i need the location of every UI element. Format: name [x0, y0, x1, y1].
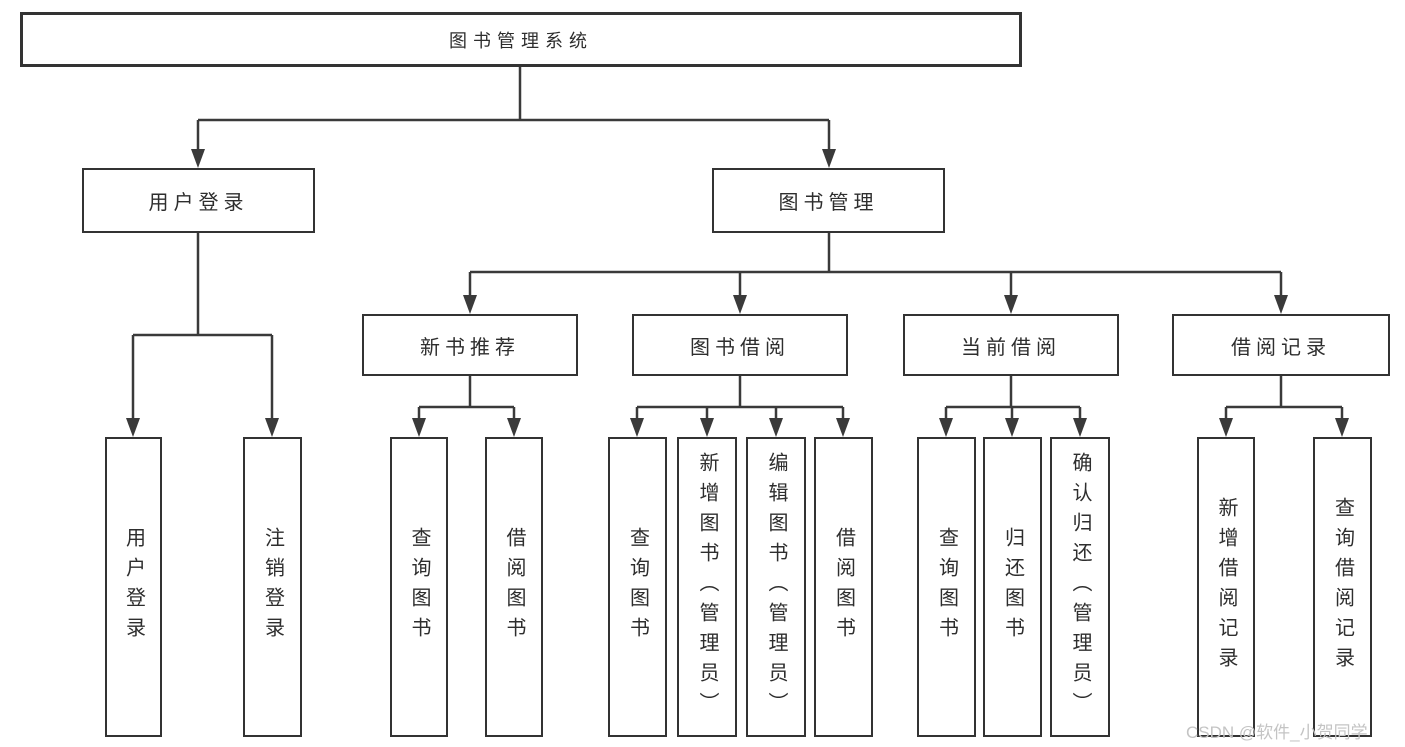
leaf-bb-add-books-admin: 新增图书（管理员）: [677, 437, 737, 737]
arrow-head: [836, 418, 850, 437]
node-label: 图书借阅: [690, 336, 790, 359]
connector-line: [196, 67, 831, 155]
connector-current-borrowing-branch: [944, 376, 1082, 424]
connector-book-borrowing-branch: [635, 376, 845, 424]
leaf-label: 借阅图书: [503, 527, 525, 647]
leaf-label: 查询图书: [935, 527, 958, 647]
arrow-head: [700, 418, 714, 437]
leaf-cb-query-books: 查询图书: [917, 437, 976, 737]
node-book-management: 图书管理: [712, 168, 945, 233]
node-label: 图书管理系统: [449, 30, 593, 51]
connector-line: [131, 233, 274, 424]
arrow-head: [733, 295, 747, 314]
leaf-nb-query-books: 查询图书: [390, 437, 448, 737]
arrow-head: [1004, 295, 1018, 314]
arrow-head: [630, 418, 644, 437]
arrow-head: [1335, 418, 1349, 437]
leaf-cb-confirm-return-admin: 确认归还（管理员）: [1050, 437, 1110, 737]
connector-line: [468, 233, 1283, 301]
leaf-label: 编辑图书（管理员）: [765, 452, 787, 722]
arrow-head: [939, 418, 953, 437]
leaf-label: 新增借阅记录: [1215, 497, 1237, 677]
arrow-head: [126, 418, 140, 437]
leaf-label: 用户登录: [122, 527, 145, 647]
leaf-label: 确认归还（管理员）: [1069, 452, 1091, 722]
arrow-head: [769, 418, 783, 437]
connector-line: [417, 376, 516, 424]
arrow-head: [412, 418, 426, 437]
node-label: 借阅记录: [1231, 336, 1331, 359]
arrow-head: [1005, 418, 1019, 437]
leaf-user-login: 用户登录: [105, 437, 162, 737]
watermark: CSDN @软件_小贺同学: [1186, 723, 1368, 742]
arrow-head: [822, 149, 836, 168]
leaf-logout: 注销登录: [243, 437, 302, 737]
node-user-login-branch: 用户登录: [82, 168, 315, 233]
leaf-label: 查询图书: [626, 527, 649, 647]
arrow-head: [1219, 418, 1233, 437]
leaf-label: 查询图书: [408, 527, 430, 647]
node-borrowing-records: 借阅记录: [1172, 314, 1390, 376]
arrow-head: [191, 149, 205, 168]
leaf-cb-return-books: 归还图书: [983, 437, 1042, 737]
leaf-br-add-record: 新增借阅记录: [1197, 437, 1255, 737]
arrow-head: [1274, 295, 1288, 314]
connector-root-to-level2: [196, 67, 831, 155]
connector-borrowing-records-branch: [1224, 376, 1344, 424]
arrow-head: [265, 418, 279, 437]
node-library-management-system: 图书管理系统: [20, 12, 1022, 67]
connector-line: [944, 376, 1082, 424]
leaf-br-query-record: 查询借阅记录: [1313, 437, 1372, 737]
arrow-head: [463, 295, 477, 314]
leaf-bb-query-books: 查询图书: [608, 437, 667, 737]
arrow-head: [507, 418, 521, 437]
arrow-head: [1073, 418, 1087, 437]
leaf-label: 注销登录: [261, 527, 284, 647]
leaf-bb-edit-books-admin: 编辑图书（管理员）: [746, 437, 806, 737]
connector-line: [635, 376, 845, 424]
connector-user-login-branch: [131, 233, 274, 424]
node-label: 用户登录: [148, 192, 249, 214]
arrowheads-group: [126, 149, 1349, 437]
node-label: 新书推荐: [420, 336, 520, 359]
node-current-borrowing: 当前借阅: [903, 314, 1119, 376]
node-new-book-recommendation: 新书推荐: [362, 314, 578, 376]
node-book-borrowing: 图书借阅: [632, 314, 848, 376]
leaf-label: 借阅图书: [832, 527, 855, 647]
connector-new-book-branch: [417, 376, 516, 424]
leaf-label: 归还图书: [1001, 527, 1024, 647]
connector-line: [1224, 376, 1344, 424]
node-label: 当前借阅: [961, 336, 1061, 359]
leaf-label: 查询借阅记录: [1331, 497, 1354, 677]
connector-book-management-branch: [468, 233, 1283, 301]
node-label: 图书管理: [778, 192, 879, 214]
leaf-nb-borrow-books: 借阅图书: [485, 437, 543, 737]
leaf-bb-borrow-books: 借阅图书: [814, 437, 873, 737]
leaf-label: 新增图书（管理员）: [696, 452, 718, 722]
